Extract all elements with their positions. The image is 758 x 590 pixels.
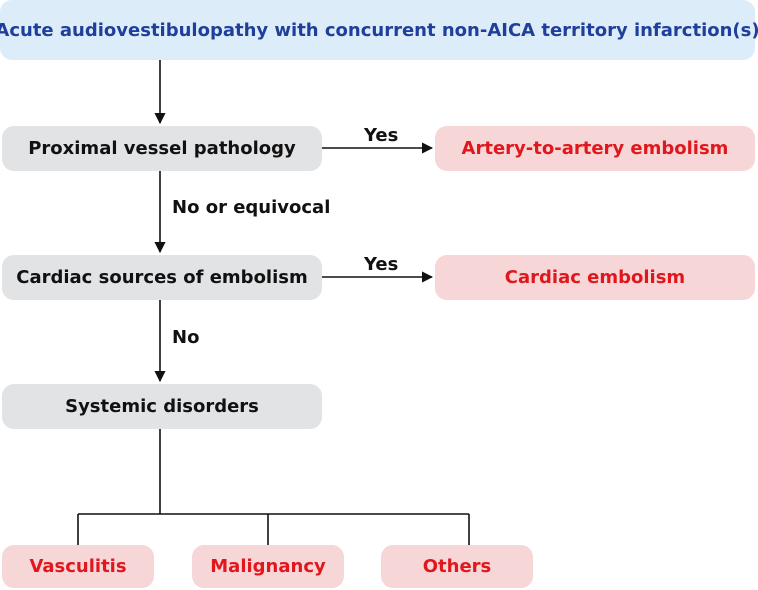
top-box: Acute audiovestibulopathy with concurren… xyxy=(0,0,758,60)
others-box: Others xyxy=(381,545,533,588)
vasculitis-label: Vasculitis xyxy=(29,556,127,577)
vasculitis-box: Vasculitis xyxy=(2,545,154,588)
top-box-label: Acute audiovestibulopathy with concurren… xyxy=(0,19,758,41)
cardiac-embolism-label: Cardiac embolism xyxy=(504,267,686,288)
cardiac-sources-label: Cardiac sources of embolism xyxy=(16,267,308,288)
cardiac-sources-box: Cardiac sources of embolism xyxy=(2,255,322,300)
edge-label-no-or-equivocal: No or equivocal xyxy=(172,197,331,218)
systemic-disorders-box: Systemic disorders xyxy=(2,384,322,429)
artery-embolism-label: Artery-to-artery embolism xyxy=(461,138,729,159)
malignancy-label: Malignancy xyxy=(210,556,326,577)
edge-label-no: No xyxy=(172,327,200,348)
cardiac-embolism-box: Cardiac embolism xyxy=(435,255,755,300)
malignancy-box: Malignancy xyxy=(192,545,344,588)
edge-label-yes-1: Yes xyxy=(364,125,399,146)
systemic-disorders-label: Systemic disorders xyxy=(65,396,259,417)
proximal-vessel-box: Proximal vessel pathology xyxy=(2,126,322,171)
others-label: Others xyxy=(422,556,492,577)
edge-label-yes-2: Yes xyxy=(364,254,399,275)
artery-embolism-box: Artery-to-artery embolism xyxy=(435,126,755,171)
proximal-vessel-label: Proximal vessel pathology xyxy=(28,138,296,159)
